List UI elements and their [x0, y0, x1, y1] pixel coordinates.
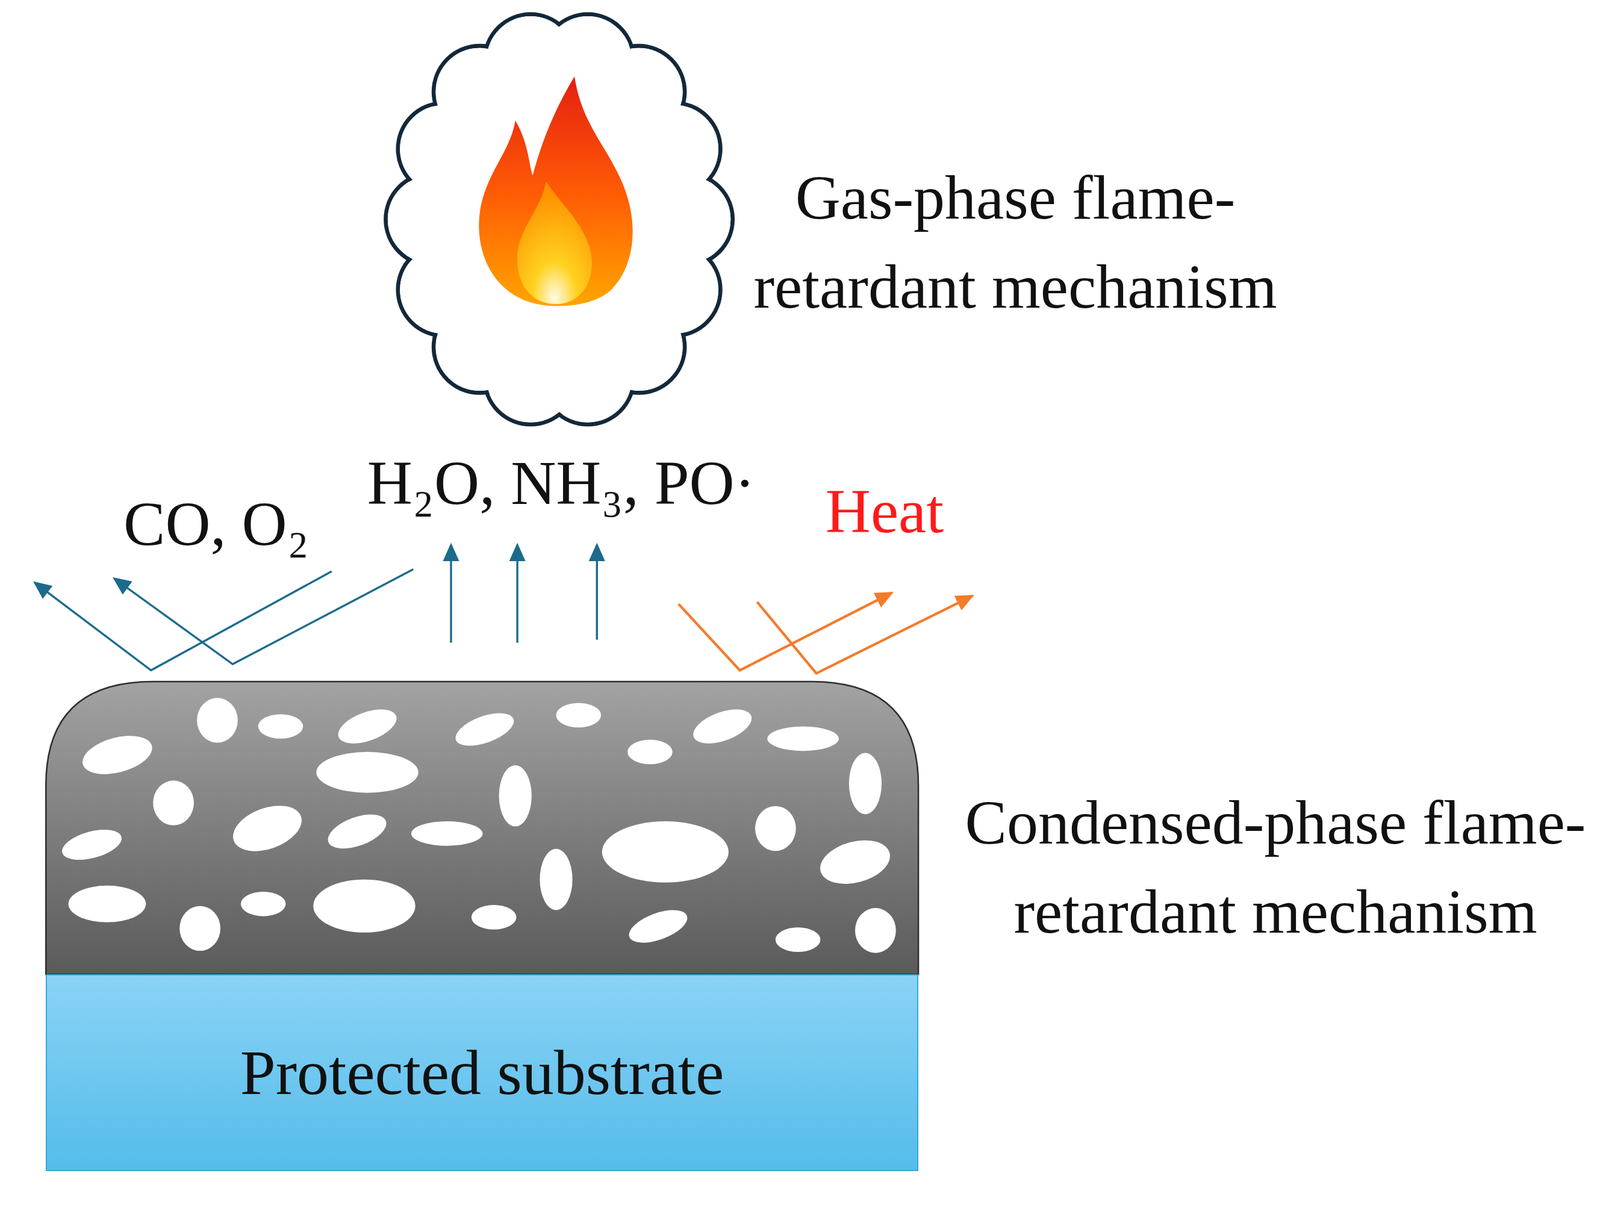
char-pores: [179, 906, 221, 952]
gas-species-label: CO, O₂: [65, 479, 367, 569]
char-pores: [152, 780, 194, 826]
released-gas-arrows: [516, 544, 518, 644]
char-layer: [45, 681, 919, 975]
released-gas-arrows: [596, 544, 598, 641]
mechanism-label: Condensed-phase flame- retardant mechani…: [962, 778, 1589, 957]
char-pores: [451, 706, 519, 753]
char-pores: [627, 740, 673, 765]
cloud-fill: [387, 16, 731, 423]
char-pores: [240, 891, 287, 917]
char-pores: [196, 697, 238, 744]
released-gas-arrows: [449, 544, 452, 644]
char-pores: [471, 905, 517, 930]
reflected-gas-arrows: [34, 569, 414, 671]
char-pores: [323, 807, 391, 856]
reflected-heat-arrows: [678, 593, 973, 674]
node-label: Protected substrate: [240, 1036, 725, 1110]
char-pores: [755, 806, 797, 852]
gas-species-label: H₂O, NH₃, PO·: [350, 438, 772, 528]
char-pores: [849, 753, 882, 815]
substrate-box: Protected substrate: [45, 974, 919, 1172]
char-pores: [316, 752, 418, 794]
reflected-heat-arrows: [678, 593, 892, 671]
char-pores: [68, 885, 147, 923]
char-pores: [313, 879, 415, 933]
char-pores: [602, 821, 729, 883]
char-pores: [539, 849, 573, 911]
heat-label: Heat: [734, 466, 1036, 556]
char-pores: [333, 702, 402, 751]
char-pores: [688, 702, 757, 751]
char-pores: [815, 833, 895, 892]
reflected-gas-arrows: [34, 571, 332, 671]
flame-core: [517, 181, 592, 305]
char-pores: [775, 927, 821, 953]
char-pores: [78, 729, 156, 782]
char-pores: [767, 726, 839, 751]
char-pores: [227, 797, 309, 860]
mechanism-label: Gas-phase flame- retardant mechanism: [726, 152, 1305, 332]
cloud-fill: [428, 54, 691, 385]
char-pores: [499, 765, 532, 827]
char-pores: [855, 908, 897, 954]
flame: [478, 76, 633, 306]
char-pores: [258, 714, 304, 739]
char-pores: [59, 824, 126, 866]
char-pores: [556, 703, 602, 729]
char-pores: [411, 821, 483, 847]
cloud-outline: [385, 14, 733, 425]
char-pores: [625, 903, 692, 950]
released-gas-arrows: [451, 544, 597, 644]
reflected-heat-arrows: [756, 596, 973, 674]
reflected-gas-arrows: [114, 569, 414, 665]
char-pores: [59, 697, 897, 954]
